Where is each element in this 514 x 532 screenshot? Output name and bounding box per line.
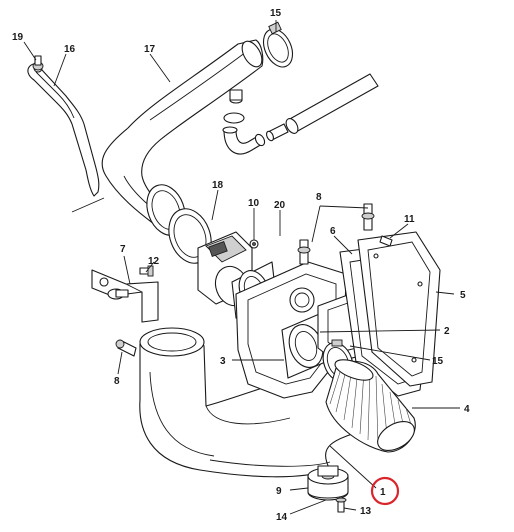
part-1-airbox-housing bbox=[139, 327, 381, 478]
small-hose-set bbox=[222, 89, 289, 155]
callout-20: 20 bbox=[274, 200, 286, 211]
callout-9: 9 bbox=[276, 486, 282, 497]
part-10-screw bbox=[249, 239, 259, 249]
callout-13: 13 bbox=[360, 506, 372, 517]
part-8-studs-top bbox=[297, 203, 375, 265]
callout-6: 6 bbox=[330, 226, 336, 237]
callout-11: 11 bbox=[404, 214, 415, 225]
callout-1-highlight[interactable]: 1 bbox=[370, 476, 400, 506]
part-13-bolt bbox=[335, 497, 347, 513]
part-4-cone-air-filter bbox=[325, 359, 416, 453]
part-18-coupler bbox=[146, 184, 212, 264]
callout-3: 3 bbox=[220, 356, 226, 367]
callout-2: 2 bbox=[444, 326, 450, 337]
stay-rod bbox=[71, 197, 105, 213]
callout-8-left: 8 bbox=[114, 376, 120, 387]
part-5-cover bbox=[357, 231, 441, 387]
part-7-l-bracket bbox=[91, 269, 159, 323]
callout-15-filter: 15 bbox=[432, 356, 444, 367]
callout-14: 14 bbox=[276, 512, 288, 523]
callout-8-top: 8 bbox=[316, 192, 322, 203]
callout-18: 18 bbox=[212, 180, 224, 191]
part-9-rubber-mount bbox=[307, 465, 349, 501]
callout-15-top: 15 bbox=[270, 8, 282, 19]
part-16-bracket bbox=[27, 63, 100, 197]
part-19-bolt bbox=[32, 55, 44, 71]
callout-4: 4 bbox=[464, 404, 470, 415]
highlight-ring bbox=[370, 476, 400, 506]
part-8-stud-left bbox=[115, 339, 137, 357]
callout-1: 1 bbox=[380, 487, 386, 498]
part-2-flange-plate bbox=[281, 311, 331, 379]
leader-lines bbox=[23, 20, 460, 515]
callout-10: 10 bbox=[248, 198, 260, 209]
part-11-screw bbox=[379, 235, 393, 247]
callout-17: 17 bbox=[144, 44, 156, 55]
part-17-intake-duct bbox=[101, 39, 264, 225]
part-15-hose-clamp-top bbox=[262, 21, 294, 68]
callout-16: 16 bbox=[64, 44, 76, 55]
callout-7: 7 bbox=[120, 244, 126, 255]
callout-12: 12 bbox=[148, 256, 160, 267]
callout-19: 19 bbox=[12, 32, 24, 43]
callout-5: 5 bbox=[460, 290, 466, 301]
callout-labels: 19 16 17 15 18 10 20 8 11 6 7 12 5 2 3 1… bbox=[12, 8, 470, 523]
straight-pipe bbox=[285, 73, 379, 134]
washer-bolt-7 bbox=[107, 288, 129, 300]
